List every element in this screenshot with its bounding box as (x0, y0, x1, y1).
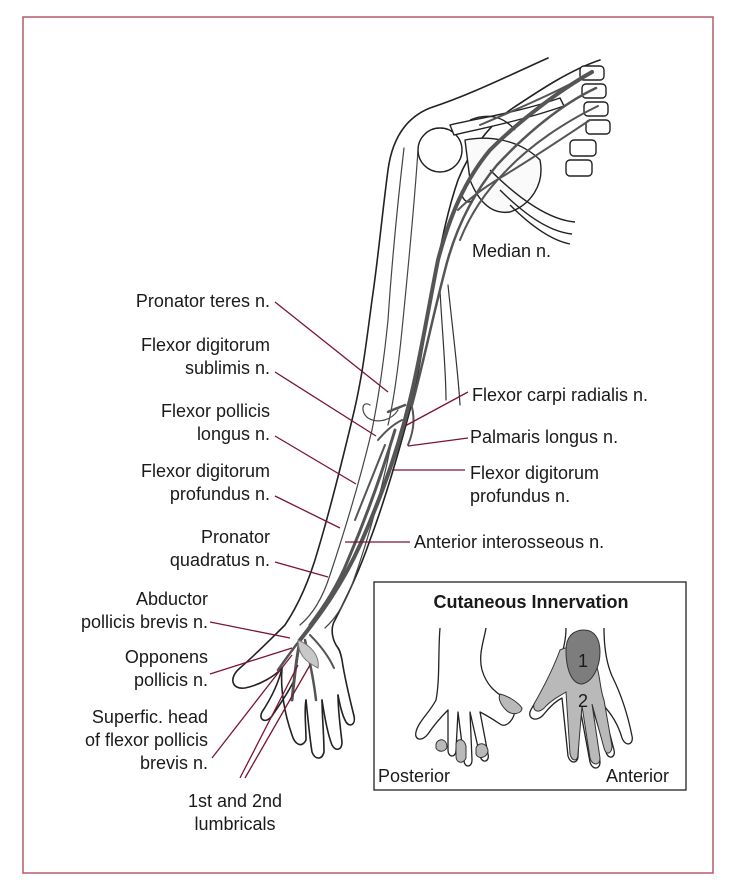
leader-fpb (211, 654, 293, 759)
label-abductor-pollicis-brevis: Abductor pollicis brevis n. (81, 588, 208, 634)
label-opp-line-1: Opponens (124, 647, 208, 667)
label-palmaris-longus: Palmaris longus n. (470, 427, 619, 447)
leader-pronator-quadratus (274, 561, 329, 578)
label-flexor-digitorum-sublimis: Flexor digitorum sublimis n. (141, 334, 270, 380)
label-lumbricals: 1st and 2nd lumbricals (160, 790, 310, 836)
inset-box (373, 581, 687, 791)
label-median-nerve: Median n. (472, 241, 552, 261)
label-opponens-pollicis: Opponens pollicis n. (125, 646, 208, 692)
palm-nerve-shading (297, 639, 319, 669)
cutaneous-zone-1 (565, 629, 601, 685)
label-fds-line-1: Flexor digitorum (140, 335, 270, 355)
leader-fdp-left (274, 495, 341, 529)
label-fpb-line-3: brevis n. (139, 753, 208, 773)
inset-label-anterior: Anterior (606, 766, 670, 786)
label-flexor-carpi-radialis: Flexor carpi radialis n. (472, 385, 649, 405)
zone-2-label: 2 (578, 691, 589, 711)
leader-fds (274, 371, 377, 437)
leader-lumbrical-2 (244, 664, 311, 779)
label-apb-line-1: Abductor (135, 589, 208, 609)
label-lumbricals-line-1: 1st and 2nd (187, 791, 283, 811)
leader-fcr (404, 391, 469, 427)
zone-1-label: 1 (578, 651, 589, 671)
leader-palmaris (407, 437, 469, 447)
label-pronator-teres: Pronator teres n. (135, 291, 270, 311)
leader-apb (209, 621, 291, 639)
label-fdp-left-line-1: Flexor digitorum (140, 461, 270, 481)
label-lumbricals-line-2: lumbricals (194, 814, 276, 834)
leader-lines (209, 301, 469, 779)
label-pronator-quadratus: Pronator quadratus n. (170, 526, 270, 572)
label-flexor-digitorum-profundus-left: Flexor digitorum profundus n. (141, 460, 270, 506)
label-opp-line-2: pollicis n. (133, 670, 208, 690)
label-anterior-interosseous: Anterior interosseous n. (414, 532, 605, 552)
leader-fpl (274, 435, 357, 485)
label-flexor-pollicis-longus: Flexor pollicis longus n. (161, 400, 270, 446)
label-pq-line-2: quadratus n. (169, 550, 270, 570)
leader-opponens (209, 647, 293, 675)
figure-border (22, 16, 714, 874)
leader-lumbrical-1 (239, 664, 299, 779)
label-flexor-pollicis-brevis: Superfic. head of flexor pollicis brevis… (85, 706, 208, 775)
label-apb-line-2: pollicis brevis n. (80, 612, 208, 632)
label-fds-line-2: sublimis n. (184, 358, 270, 378)
inset-title: Cutaneous Innervation (433, 592, 629, 612)
leader-pronator-teres (274, 301, 389, 393)
label-fdp-left-line-2: profundus n. (169, 484, 270, 504)
label-fdp-right-line-1: Flexor digitorum (470, 463, 600, 483)
label-fpb-line-1: Superfic. head (91, 707, 208, 727)
inset-label-posterior: Posterior (378, 766, 451, 786)
posterior-fingertip-shading (435, 693, 523, 763)
label-fpl-line-2: longus n. (196, 424, 270, 444)
median-nerve (276, 70, 599, 702)
label-fdp-right-line-2: profundus n. (470, 486, 571, 506)
label-fpb-line-2: of flexor pollicis (84, 730, 208, 750)
label-pq-line-1: Pronator (200, 527, 270, 547)
label-fpl-line-1: Flexor pollicis (160, 401, 270, 421)
label-flexor-digitorum-profundus-right: Flexor digitorum profundus n. (470, 462, 599, 508)
